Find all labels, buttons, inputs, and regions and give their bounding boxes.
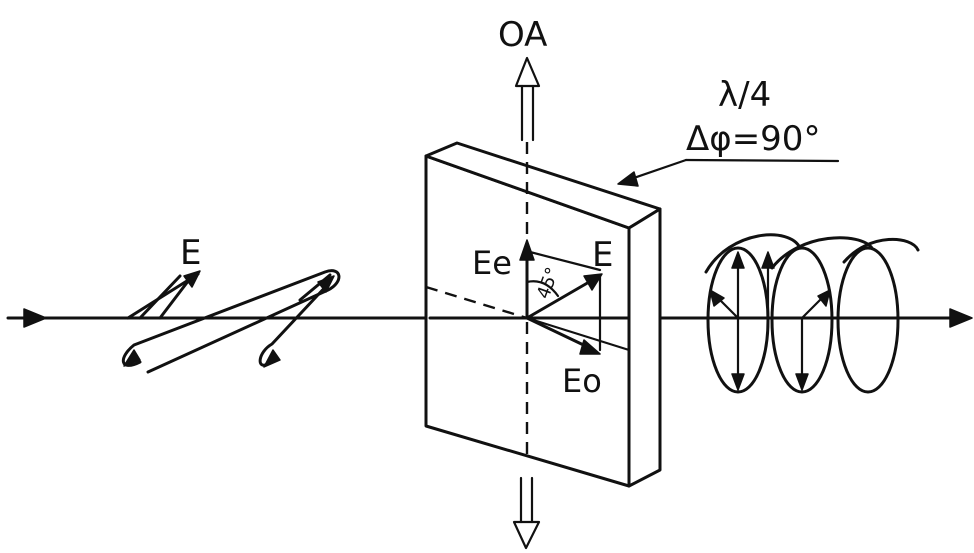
plate-e-label: E	[592, 235, 613, 275]
helix-arrow-2a	[795, 373, 809, 391]
e-vector-plate-line	[525, 276, 598, 320]
helix-loop-2	[770, 246, 834, 394]
incident-e-label: E	[180, 233, 201, 273]
ee-arrowhead	[519, 239, 535, 261]
angle-arc	[525, 280, 560, 298]
helix-loop-1	[706, 246, 770, 394]
optic-axis-label: OA	[498, 15, 547, 55]
quarter-wave-plate	[424, 141, 662, 488]
annotation-arrowhead	[617, 171, 639, 187]
plate-horizontal-dashed	[425, 285, 528, 320]
wave-2-arrowhead	[317, 275, 335, 293]
annotation-pointer	[626, 158, 688, 182]
optic-axis-bottom-arrow	[512, 476, 541, 550]
helix-arc-1	[704, 233, 802, 274]
e-vector-tail-arrowhead	[123, 349, 141, 367]
helix-arc-2	[770, 236, 874, 270]
eo-label: Eo	[562, 362, 602, 400]
vector-decomposition	[519, 239, 603, 355]
e-vector-arrowhead	[183, 270, 201, 288]
helix-loop-3	[836, 246, 900, 394]
linear-polarization-wave	[122, 269, 341, 374]
e-plate-arrowhead	[583, 273, 603, 291]
phase-shift-label: Δφ=90°	[686, 119, 820, 159]
plate-type-label: λ/4	[718, 75, 771, 115]
annotation-underline	[684, 158, 840, 163]
helix-arrow-1a	[731, 251, 745, 269]
wave-loop-1	[122, 269, 341, 374]
ee-label: Ee	[472, 244, 512, 282]
projection-top	[528, 250, 602, 272]
circular-polarization-helix	[704, 233, 920, 394]
e-vector-line	[126, 272, 200, 320]
wave-loop-2	[258, 280, 332, 367]
plate-horizontal-solid	[525, 316, 631, 352]
plate-side-face	[627, 207, 662, 488]
wave-2-tail-arrowhead	[263, 349, 281, 368]
beam-arrow-left	[23, 308, 47, 328]
eo-arrowhead	[579, 339, 601, 355]
optic-axis-top-arrow	[514, 56, 541, 142]
helix-arrow-1b	[731, 373, 745, 391]
helix-arrow-1c	[709, 289, 725, 307]
helix-arrow-1d	[761, 251, 775, 269]
helix-arc-3	[842, 238, 920, 264]
helix-arrow-2b	[817, 289, 831, 307]
beam-arrow-right	[949, 308, 973, 328]
